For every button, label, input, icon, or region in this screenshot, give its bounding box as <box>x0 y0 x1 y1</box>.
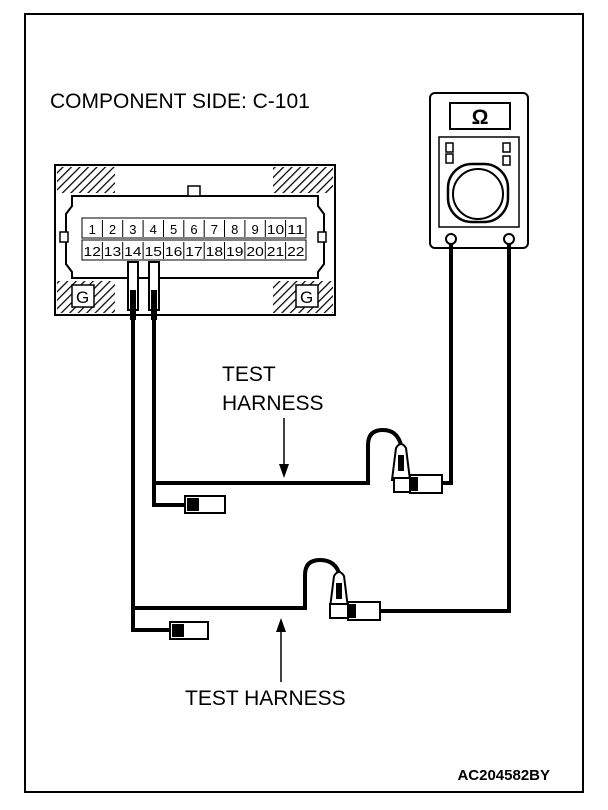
pin-number-18: 18 <box>206 244 223 259</box>
ground-label-right: G <box>300 288 313 307</box>
pin-number-9: 9 <box>251 222 258 237</box>
upper-harness-open-connector <box>184 495 226 514</box>
pin-number-1: 1 <box>89 222 96 237</box>
pin-number-14: 14 <box>124 244 141 259</box>
upper-harness-leader-arrow <box>279 418 289 478</box>
pin-row-frame <box>81 239 307 261</box>
ohmmeter-display <box>449 102 511 130</box>
pin-number-8: 8 <box>231 222 238 237</box>
pin-number-17: 17 <box>185 244 202 259</box>
ohmmeter-button <box>502 155 511 166</box>
lower-harness-open-connector <box>169 621 209 640</box>
ohmmeter-button <box>445 153 454 164</box>
pin-number-13: 13 <box>104 244 121 259</box>
ohmmeter: Ω <box>429 92 529 249</box>
probe-jack-right <box>503 233 515 245</box>
pin-number-3: 3 <box>129 222 136 237</box>
pin-number-11: 11 <box>287 222 304 237</box>
upper-harness-label-line2: HARNESS <box>222 392 324 415</box>
ohmmeter-button <box>502 142 511 153</box>
pin-row-frame <box>81 217 307 239</box>
ohmmeter-button <box>445 142 454 153</box>
figure-frame <box>24 13 584 793</box>
pin-number-6: 6 <box>190 222 197 237</box>
upper-test-harness <box>152 244 453 507</box>
hatched-corner-top-right <box>273 167 333 193</box>
pin-number-2: 2 <box>109 222 116 237</box>
connector-lock-tab <box>187 185 201 197</box>
connector-side-key <box>317 231 327 243</box>
figure-code: AC204582BY <box>457 767 550 784</box>
ground-marker-right <box>295 284 319 308</box>
lower-harness-probe-clip <box>328 571 381 621</box>
pin-number-22: 22 <box>287 244 304 259</box>
probe-jack-left <box>445 233 457 245</box>
ground-label-left: G <box>76 288 89 307</box>
pin-number-10: 10 <box>267 222 284 237</box>
ohmmeter-dial <box>452 168 504 220</box>
lower-test-harness <box>131 244 511 632</box>
diagram-title: COMPONENT SIDE: C-101 <box>50 90 310 113</box>
pin-number-16: 16 <box>165 244 182 259</box>
pin-number-5: 5 <box>170 222 177 237</box>
lower-harness-label: TEST HARNESS <box>185 687 346 710</box>
pin-number-7: 7 <box>211 222 218 237</box>
pin-number-20: 20 <box>246 244 263 259</box>
probe-pin-15 <box>148 261 160 320</box>
pin-number-4: 4 <box>150 222 157 237</box>
hatched-corner-top-left <box>57 167 115 193</box>
connector-cavity-outline <box>65 195 325 279</box>
upper-harness-probe-clip <box>390 443 443 494</box>
pin-number-21: 21 <box>267 244 284 259</box>
ground-marker-left <box>71 284 95 308</box>
pin-number-19: 19 <box>226 244 243 259</box>
pin-number-12: 12 <box>84 244 101 259</box>
probe-pin-14 <box>127 261 139 320</box>
pin-number-15: 15 <box>145 244 162 259</box>
ohm-symbol: Ω <box>472 106 489 129</box>
connector-side-key <box>59 231 69 243</box>
upper-harness-label-line1: TEST <box>222 363 276 386</box>
lower-harness-leader-arrow <box>276 618 286 682</box>
